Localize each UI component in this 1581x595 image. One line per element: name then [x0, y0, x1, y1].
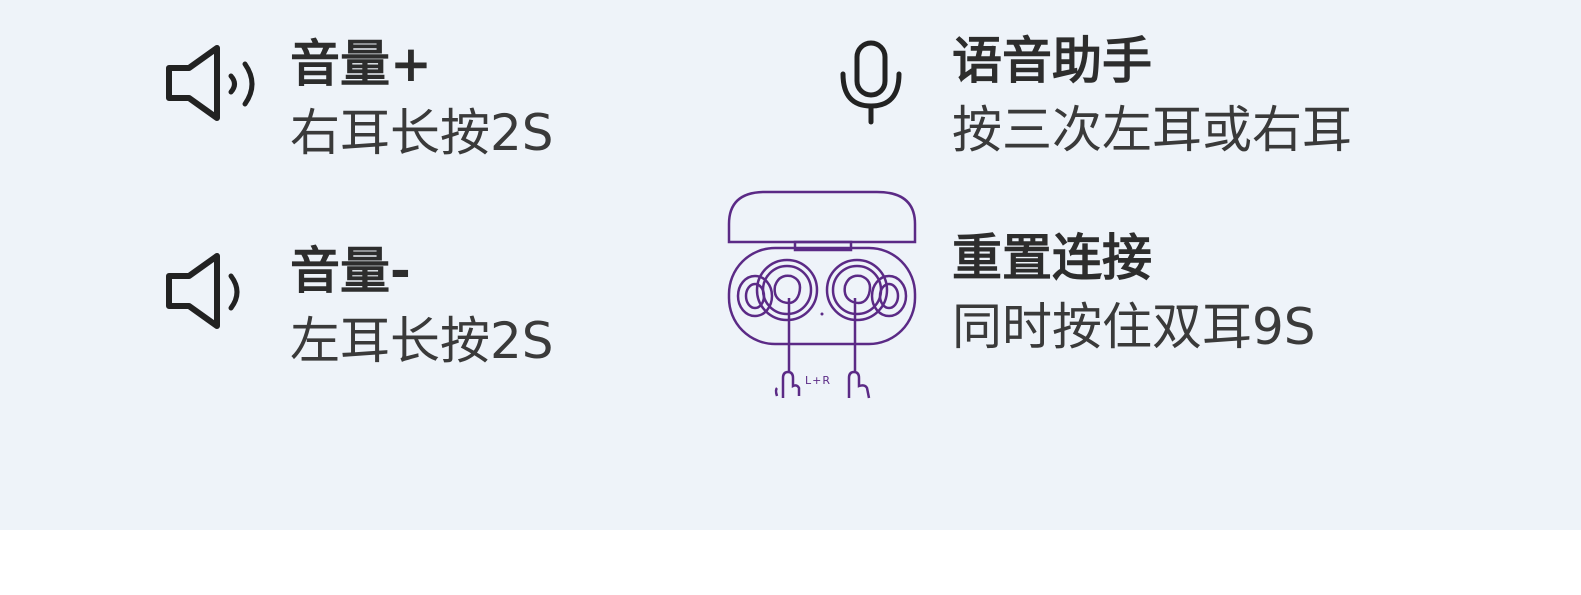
volume-down-description: 左耳长按2S	[290, 312, 554, 370]
earbuds-case-icon: L+R	[725, 190, 920, 405]
volume-up-description: 右耳长按2S	[290, 104, 554, 162]
voice-assistant-description: 按三次左耳或右耳	[952, 101, 1352, 159]
speaker-quiet-icon	[165, 253, 265, 334]
lr-label: L+R	[805, 374, 831, 387]
speaker-loud-icon	[165, 45, 265, 126]
voice-assistant-title: 语音助手	[952, 32, 1152, 90]
instructions-panel: 音量+ 右耳长按2S 音量- 左耳长按2S 语音助手 按三次左耳或右耳	[0, 0, 1581, 530]
volume-up-title: 音量+	[290, 35, 432, 93]
volume-down-title: 音量-	[290, 242, 411, 300]
reset-pairing-title: 重置连接	[952, 229, 1152, 287]
reset-pairing-description: 同时按住双耳9S	[952, 298, 1316, 356]
microphone-icon	[838, 40, 904, 126]
